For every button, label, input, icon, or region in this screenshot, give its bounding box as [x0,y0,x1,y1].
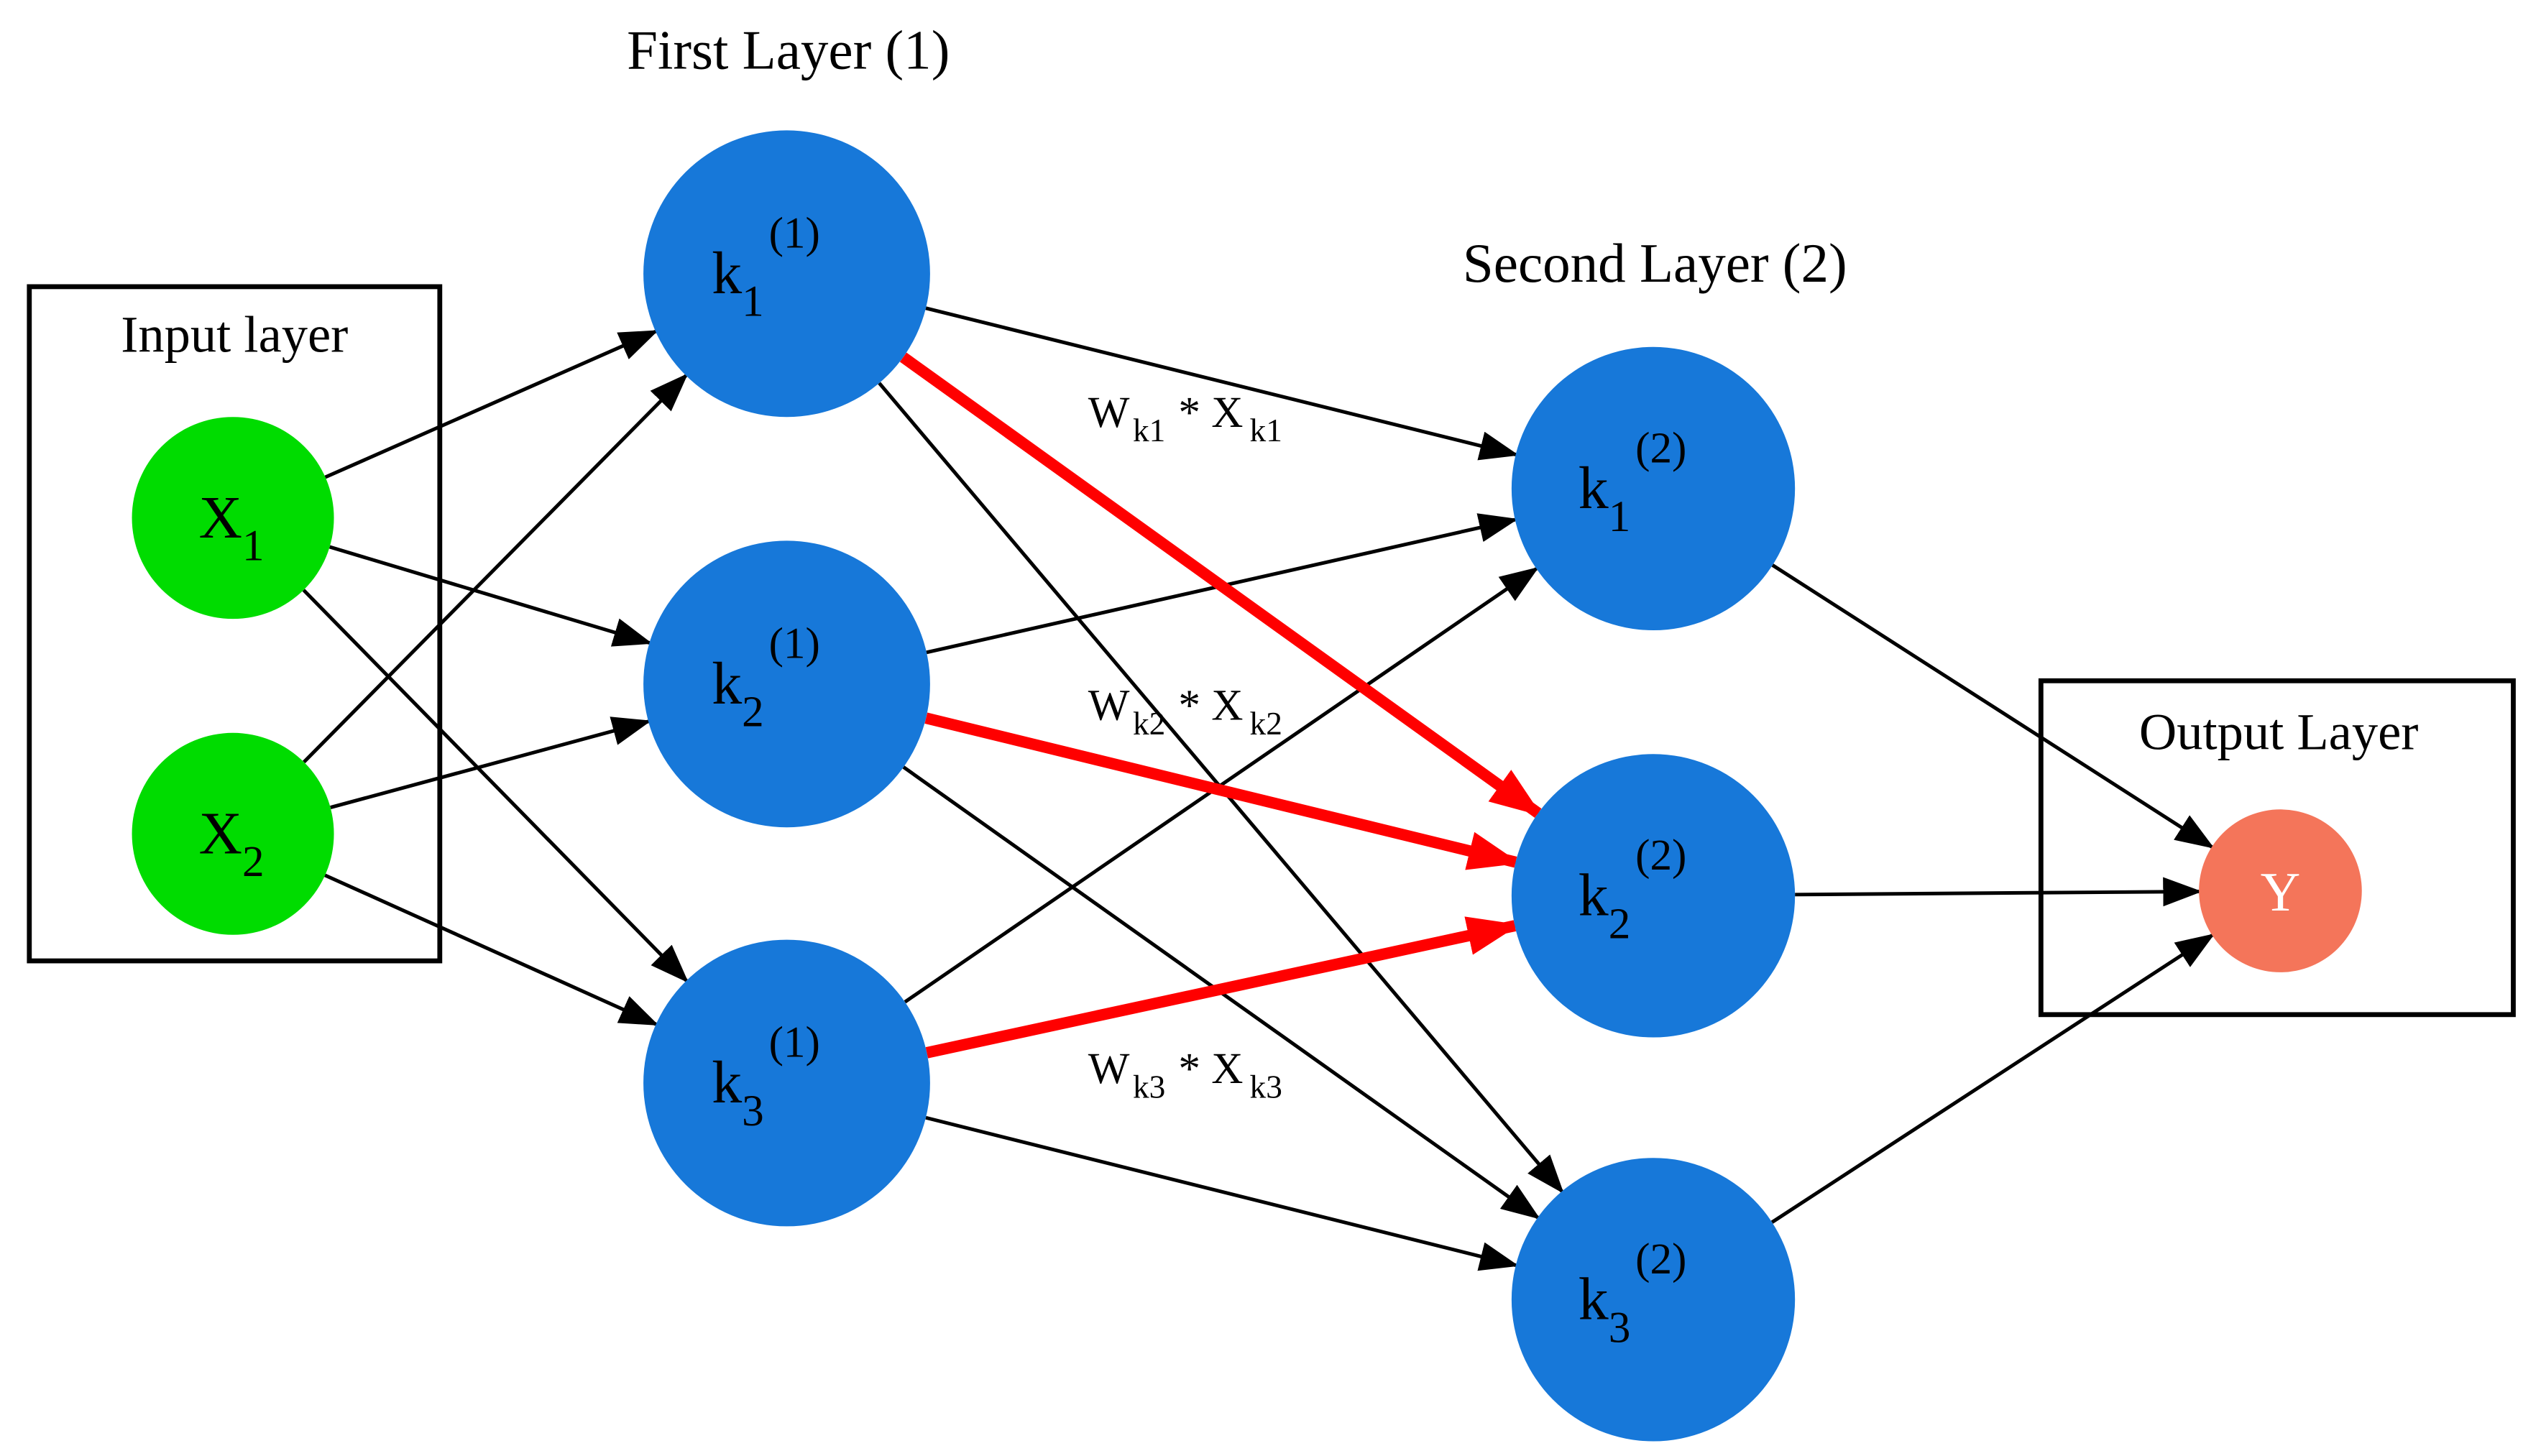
node-k1-2 [1511,346,1796,631]
node-label-k3-1: k3(1) [712,1018,820,1135]
edge-x2-k2-1 [330,717,652,809]
edge-k2-2-y [1795,877,2202,907]
input-nodes [132,417,334,935]
edge-k3-1-k3-2 [925,1115,1520,1271]
node-label-k3-2: k3(2) [1579,1235,1687,1352]
edge-red-k2-1-k2-2 [924,712,1521,870]
node-k2-2 [1511,754,1796,1038]
node-label-k1-1: k1(1) [712,209,820,326]
node-k3-1 [643,939,930,1227]
edge-x1-k3-1 [302,589,689,983]
edge-x1-k2-1 [328,545,653,647]
edges-layer2-to-output [1770,563,2215,1224]
edge-k1-1-k1-2 [925,306,1520,461]
edge-k3-2-y [1770,933,2215,1224]
edge-red-k3-1-k2-2 [925,916,1520,1059]
edges-highlighted-weights [899,352,1543,1059]
output-layer-label: Output Layer [2139,702,2419,760]
layer1-nodes [643,130,930,1227]
edge-x1-k1-1 [324,329,659,479]
node-x1 [132,417,334,619]
edge-red-k1-1-k2-2 [899,352,1543,818]
second-layer-title: Second Layer (2) [1463,232,1847,294]
edges-input-to-layer1 [302,329,689,1026]
edge-x2-k3-1 [324,873,659,1026]
node-label-y: Y [2261,861,2301,923]
node-k1-1 [643,130,930,418]
node-label-k2-1: k2(1) [712,619,820,737]
node-x2 [132,732,334,935]
node-y [2199,809,2362,972]
node-label-x2: X2 [198,800,264,886]
first-layer-title: First Layer (1) [627,19,950,80]
layer2-nodes [1511,346,1796,1442]
edge-x2-k1-1 [303,373,689,764]
node-label-x1: X1 [198,484,264,571]
node-label-k1-2: k1(2) [1579,424,1687,541]
input-layer-label: Input layer [121,305,348,364]
node-k2-1 [643,540,930,828]
node-label-k2-2: k2(2) [1579,831,1687,948]
edge-k1-2-y [1771,563,2215,849]
node-k3-2 [1511,1158,1796,1442]
output-layer-box [2038,678,2516,1018]
